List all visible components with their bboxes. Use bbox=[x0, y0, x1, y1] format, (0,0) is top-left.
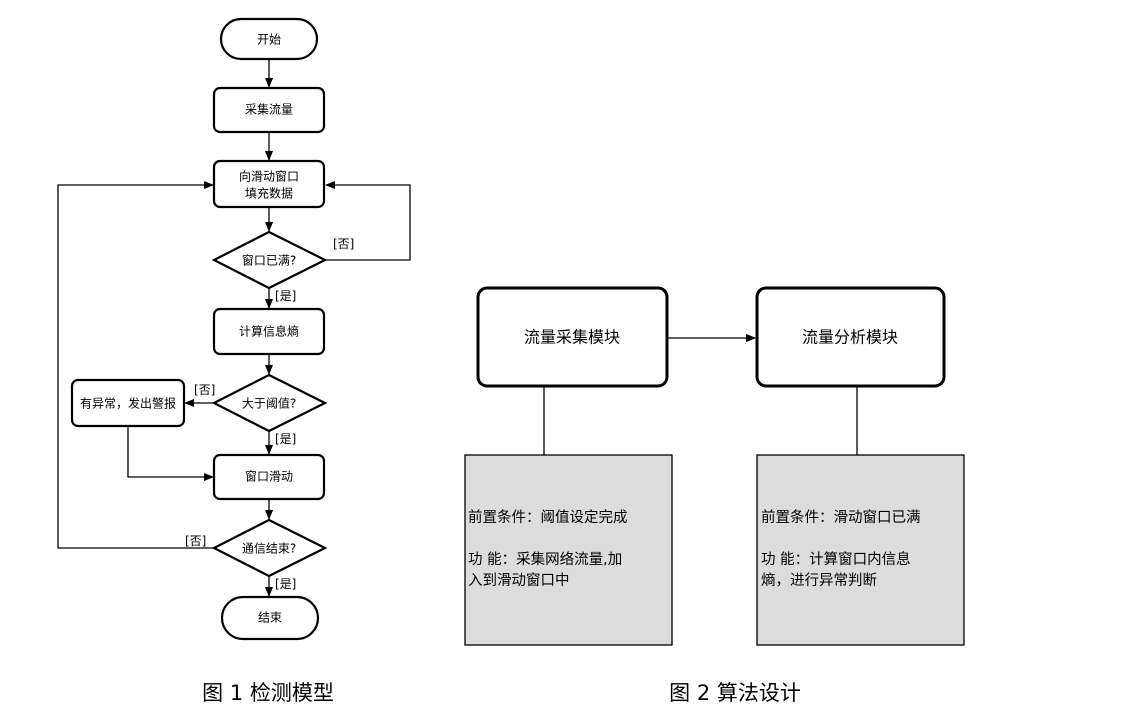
start-label: 开始 bbox=[257, 33, 281, 47]
comm-end-label: 通信结束? bbox=[242, 542, 296, 556]
arrow-full-no-loop bbox=[325, 181, 411, 261]
collect-node: 采集流量 bbox=[212, 86, 326, 134]
edge-label-comm-yes: [是] bbox=[275, 577, 296, 591]
entropy-node: 计算信息熵 bbox=[212, 307, 326, 356]
analyze-module: 流量分析模块 bbox=[755, 286, 946, 388]
fill-window-node: 向滑动窗口 填充数据 bbox=[212, 159, 326, 209]
alarm-label: 有异常，发出警报 bbox=[80, 396, 176, 411]
collect-label: 采集流量 bbox=[245, 102, 293, 117]
figure2-algorithm-design: 流量采集模块 流量分析模块 前置条件：阈值设定完成 功 能：采集网络流量,加 入… bbox=[464, 286, 965, 646]
edge-label-threshold-no: [否] bbox=[194, 383, 215, 397]
edge-label-full-no: [否] bbox=[333, 237, 354, 251]
alarm-node: 有异常，发出警报 bbox=[70, 378, 186, 428]
threshold-decision: 大于阈值? bbox=[211, 373, 328, 433]
slide-node: 窗口滑动 bbox=[212, 453, 326, 501]
collect-function-line1: 功 能：采集网络流量,加 bbox=[468, 551, 622, 568]
window-full-label: 窗口已满? bbox=[242, 254, 296, 268]
entropy-label: 计算信息熵 bbox=[239, 324, 299, 339]
end-label: 结束 bbox=[258, 611, 282, 625]
analyze-function-line1: 功 能：计算窗口内信息 bbox=[761, 550, 911, 568]
slide-label: 窗口滑动 bbox=[245, 470, 293, 484]
collect-function-line2: 入到滑动窗口中 bbox=[468, 571, 570, 589]
edge-label-full-yes: [是] bbox=[275, 289, 296, 303]
fill-window-label-line1: 向滑动窗口 bbox=[239, 169, 299, 184]
arrow-comm-no-loop bbox=[57, 181, 214, 549]
analyze-desc-box: 前置条件：滑动窗口已满 功 能：计算窗口内信息 熵，进行异常判断 bbox=[756, 454, 965, 646]
figure2-caption: 图 2 算法设计 bbox=[669, 681, 801, 705]
collect-module-label: 流量采集模块 bbox=[524, 328, 620, 347]
window-full-decision: 窗口已满? bbox=[211, 230, 328, 290]
end-node: 结束 bbox=[220, 595, 320, 641]
figure1-caption: 图 1 检测模型 bbox=[202, 681, 334, 705]
collect-module: 流量采集模块 bbox=[476, 286, 669, 388]
comm-end-decision: 通信结束? bbox=[211, 518, 328, 578]
fill-window-label-line2: 填充数据 bbox=[245, 186, 293, 201]
start-node: 开始 bbox=[219, 17, 319, 61]
figure1-flowchart: 开始 采集流量 向滑动窗口 填充数据 窗口已满? 计算信息熵 大于阈值? bbox=[57, 17, 411, 641]
collect-desc-box: 前置条件：阈值设定完成 功 能：采集网络流量,加 入到滑动窗口中 bbox=[464, 454, 673, 646]
collect-precondition: 前置条件：阈值设定完成 bbox=[468, 509, 628, 526]
analyze-module-label: 流量分析模块 bbox=[802, 328, 898, 347]
analyze-function-line2: 熵，进行异常判断 bbox=[761, 572, 877, 589]
arrow-alarm-to-slide bbox=[127, 426, 214, 481]
threshold-label: 大于阈值? bbox=[242, 396, 296, 411]
edge-label-comm-no: [否] bbox=[185, 534, 206, 548]
analyze-precondition: 前置条件：滑动窗口已满 bbox=[761, 508, 921, 526]
edge-label-threshold-yes: [是] bbox=[275, 432, 296, 446]
